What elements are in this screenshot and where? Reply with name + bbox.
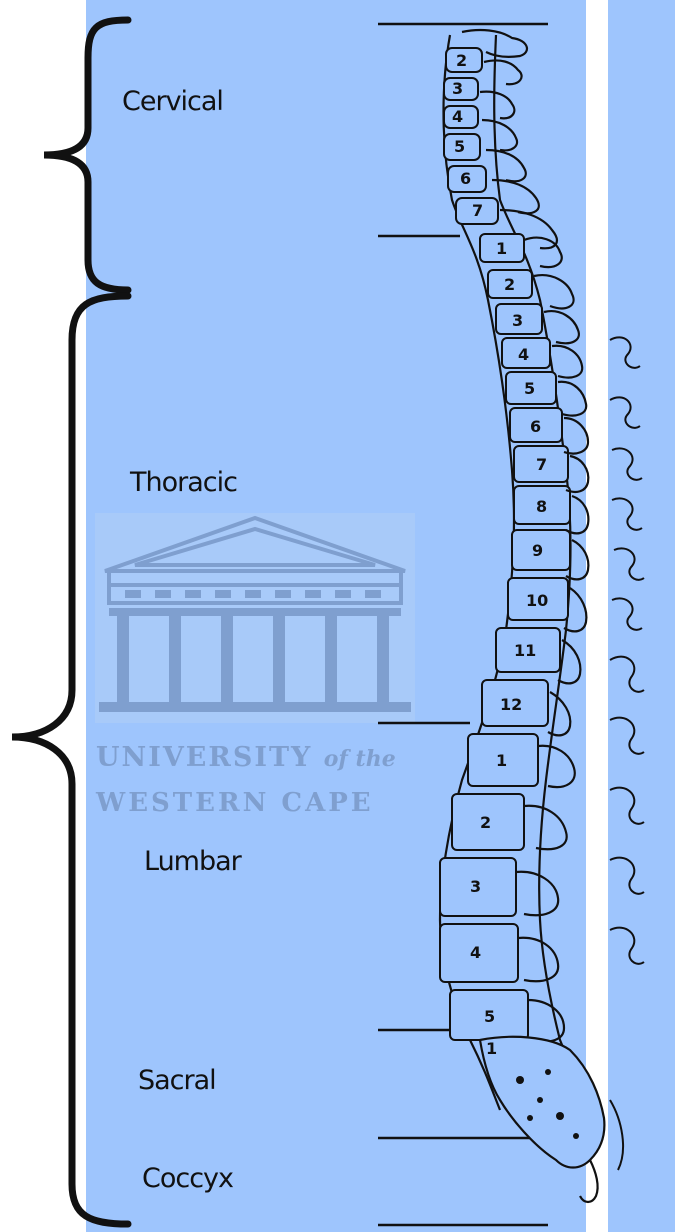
sacrum — [480, 1037, 604, 1168]
lumbar-vertebra-5-label: 5 — [484, 1007, 495, 1026]
sacral-vertebra-1-label: 1 — [486, 1039, 497, 1058]
thoracic-vertebra-12-label: 12 — [500, 695, 522, 714]
thoracic-vertebra-5-label: 5 — [524, 379, 535, 398]
lumbar-vertebra-2-label: 2 — [480, 813, 491, 832]
cervical-vertebra-2-label: 2 — [456, 51, 467, 70]
cervical-brace — [44, 20, 128, 290]
cervical-vertebra-4-label: 4 — [452, 107, 463, 126]
thoracic-vertebra-6-label: 6 — [530, 417, 541, 436]
cervical-vertebra-7-label: 7 — [472, 201, 483, 220]
lumbar-vertebra-1-label: 1 — [496, 751, 507, 770]
thoracic-vertebra-2-label: 2 — [504, 275, 515, 294]
thoracic-vertebra-10-label: 10 — [526, 591, 548, 610]
cervical-vertebra-3-label: 3 — [452, 79, 463, 98]
thoracic-vertebra-9-label: 9 — [532, 541, 543, 560]
region-label-lumbar: Lumbar — [144, 846, 241, 877]
thoracic-vertebra-11-label: 11 — [514, 641, 536, 660]
lumbar-vertebra-4-label: 4 — [470, 943, 481, 962]
thoracic-vertebra-7-label: 7 — [536, 455, 547, 474]
thoracic-lumbar-brace — [12, 296, 128, 1224]
region-label-cervical: Cervical — [122, 86, 223, 117]
thoracic-vertebra-1-label: 1 — [496, 239, 507, 258]
cervical-vertebra-6-label: 6 — [460, 169, 471, 188]
lumbar-vertebra-3-label: 3 — [470, 877, 481, 896]
region-label-thoracic: Thoracic — [130, 467, 237, 498]
region-label-coccyx: Coccyx — [142, 1163, 233, 1194]
region-label-sacral: Sacral — [138, 1065, 216, 1096]
cervical-vertebra-5-label: 5 — [454, 137, 465, 156]
thoracic-vertebra-4-label: 4 — [518, 345, 529, 364]
thoracic-vertebra-8-label: 8 — [536, 497, 547, 516]
thoracic-vertebra-3-label: 3 — [512, 311, 523, 330]
